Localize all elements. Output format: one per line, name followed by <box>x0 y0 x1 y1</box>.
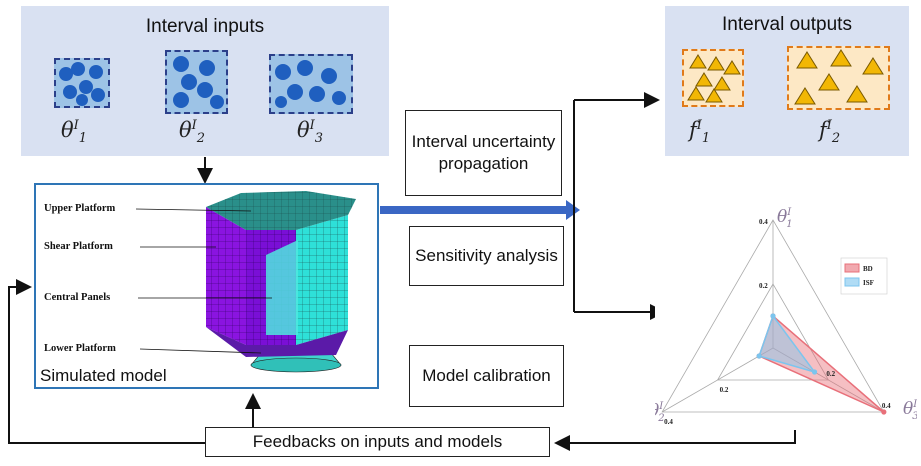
radar-point-BD-3 <box>881 409 887 415</box>
sensitivity-box: Sensitivity analysis <box>409 226 564 286</box>
label-central-panels: Central Panels <box>44 292 111 303</box>
feedback-box: Feedbacks on inputs and models <box>205 427 550 457</box>
theta-1-symbol: θI1 <box>61 118 88 147</box>
theta-3-symbol: θI3 <box>297 118 324 147</box>
radar-tick-0.4-3: 0.4 <box>882 402 891 410</box>
radar-legend-swatch-BD <box>844 263 860 273</box>
radar-tick-0.2-3: 0.2 <box>826 370 835 378</box>
radar-legend-frame <box>840 257 888 295</box>
input-box-2 <box>165 50 228 114</box>
sensitivity-radar-chart: 0.2 0.2 0.2 0.4 0.4 0.4 θI1 θI2 θI3 BD ISF <box>649 200 919 430</box>
radar-axis-label-2: θI2 <box>655 401 665 424</box>
radar-series-ISF <box>758 314 817 374</box>
interval-inputs-title: Interval inputs <box>145 16 265 37</box>
propagation-box: Interval uncertainty propagation <box>405 110 562 196</box>
arrow-model-to-analysis-body <box>380 206 566 214</box>
arrow-feedback-to-model <box>8 279 205 444</box>
radar-point-ISF-3 <box>811 369 818 375</box>
radar-tick-0.4-1: 0.4 <box>759 218 768 226</box>
radar-axis-spoke-3 <box>772 347 885 413</box>
radar-tick-0.2-2: 0.2 <box>720 386 729 394</box>
label-shear-platform: Shear Platform <box>44 241 113 252</box>
interval-outputs-title: Interval outputs <box>722 14 852 35</box>
radar-svg: 0.2 0.2 0.2 0.4 0.4 0.4 θI1 θI2 θI3 BD ISF <box>649 207 919 426</box>
radar-legend-label-ISF: ISF <box>863 279 874 287</box>
f-1-symbol: fI1 <box>689 118 711 147</box>
output-box-1 <box>682 49 744 107</box>
input-box-1 <box>54 58 110 108</box>
interval-inputs-panel: Interval inputs θI1 θI2 θI3 <box>21 6 389 156</box>
label-upper-platform: Upper Platform <box>44 203 116 214</box>
input-circles-1 <box>59 62 105 106</box>
radar-tick-0.4-2: 0.4 <box>664 418 673 426</box>
f-2-symbol: fI2 <box>819 118 841 147</box>
simulated-model-caption: Simulated model <box>40 366 167 385</box>
radar-grid-ring-2 <box>661 219 885 413</box>
radar-legend-label-BD: BD <box>863 265 873 273</box>
interval-outputs-panel: Interval outputs fI1 fI2 <box>665 6 909 156</box>
theta-2-symbol: θI2 <box>179 118 206 147</box>
radar-axis-spoke-2 <box>661 347 774 413</box>
structure-mesh-drawing <box>135 191 356 373</box>
radar-legend-swatch-ISF <box>844 277 860 287</box>
radar-tick-0.2-1: 0.2 <box>759 282 768 290</box>
calibration-box: Model calibration <box>409 345 564 407</box>
output-triangles-1 <box>687 54 741 103</box>
output-box-2 <box>787 46 890 110</box>
radar-axis-label-3: θI3 <box>903 399 917 422</box>
output-triangles-2 <box>794 49 884 105</box>
radar-grid-ring-1 <box>716 283 830 381</box>
input-circles-3 <box>275 60 346 108</box>
input-circles-2 <box>173 56 224 109</box>
radar-point-ISF-2 <box>756 353 762 359</box>
label-lower-platform: Lower Platform <box>44 343 116 354</box>
arrow-chart-to-feedback <box>554 425 796 451</box>
simulated-model-frame: Upper Platform Shear Platform Central Pa… <box>34 183 379 389</box>
input-box-3 <box>269 54 353 114</box>
radar-point-ISF-1 <box>770 313 776 319</box>
